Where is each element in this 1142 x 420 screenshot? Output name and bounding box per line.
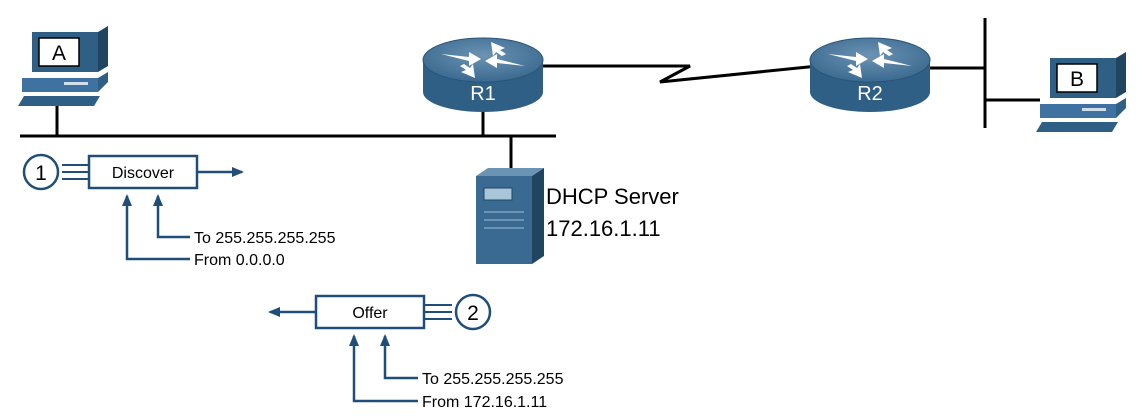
- discover-to-address: To 255.255.255.255: [194, 230, 336, 247]
- host-b-label: B: [1070, 68, 1084, 91]
- router-r2[interactable]: R2: [809, 37, 931, 112]
- router-icon: [422, 37, 544, 112]
- host-a-label: A: [52, 42, 66, 65]
- host-b[interactable]: B: [1036, 52, 1126, 132]
- serial-link: [540, 64, 819, 84]
- discover-from-pointer: [122, 194, 190, 261]
- pc-icon: [18, 26, 108, 106]
- step-1-number: 1: [35, 162, 47, 185]
- server-ip: 172.16.1.11: [546, 216, 661, 241]
- step-2-badge: [454, 293, 492, 331]
- offer-to-address: To 255.255.255.255: [422, 371, 564, 388]
- dhcp-server[interactable]: [476, 168, 544, 264]
- offer-box: [314, 294, 426, 330]
- router-r2-label: R2: [857, 83, 883, 105]
- pc-icon: [1036, 52, 1126, 132]
- discover-to-pointer: [153, 194, 190, 239]
- router-r1[interactable]: R1: [422, 37, 544, 112]
- step-1-badge: [22, 153, 60, 191]
- offer-to-pointer: [380, 334, 418, 380]
- discover-label: Discover: [112, 165, 175, 182]
- router-icon: [809, 37, 931, 112]
- server-icon: [476, 168, 544, 264]
- offer-from-pointer: [349, 334, 418, 403]
- offer-label: Offer: [352, 305, 388, 322]
- discover-message: 1 Discover To 255.255.255.255 From 0.0.0…: [22, 153, 336, 269]
- offer-from-address: From 172.16.1.11: [422, 394, 547, 411]
- server-title: DHCP Server: [546, 184, 679, 209]
- step-2-number: 2: [467, 302, 479, 325]
- offer-message: Offer 2 To 255.255.255.255 From 172.16.1…: [268, 293, 564, 411]
- discover-from-address: From 0.0.0.0: [194, 252, 285, 269]
- host-a[interactable]: A: [18, 26, 108, 106]
- router-r1-label: R1: [470, 83, 496, 105]
- discover-box: [87, 154, 199, 190]
